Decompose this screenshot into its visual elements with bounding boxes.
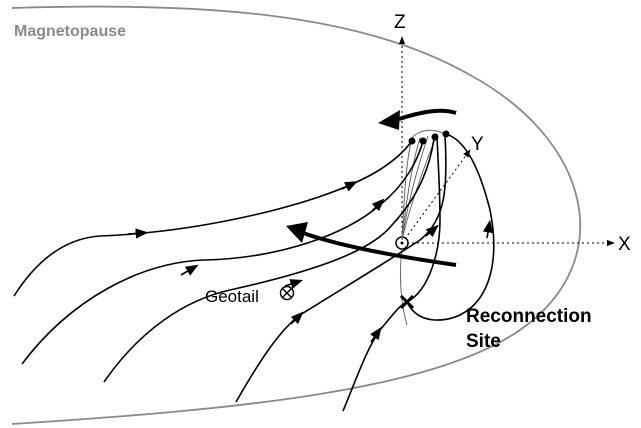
field-line-5 bbox=[342, 136, 441, 412]
field-line-3-arrow-2 bbox=[425, 224, 439, 238]
footpoint-dot-3 bbox=[431, 133, 439, 141]
y-axis bbox=[401, 149, 471, 244]
field-line-3-arrow bbox=[284, 279, 304, 289]
flow-arrow-lower bbox=[302, 231, 457, 267]
field-line-2-arrow-2 bbox=[371, 198, 385, 212]
field-line-loop bbox=[406, 133, 495, 321]
magnetopause-label: Magnetopause bbox=[14, 23, 126, 40]
field-line-5-arrow bbox=[370, 326, 382, 343]
field-line-2 bbox=[21, 140, 424, 365]
footpoint-dot-4 bbox=[442, 130, 450, 138]
geotail-position-icon bbox=[279, 285, 295, 301]
field-line-1 bbox=[13, 140, 413, 297]
field-line-3 bbox=[103, 138, 435, 383]
geotail-label: Geotail bbox=[205, 287, 259, 306]
reconnection-label-line1: Reconnection bbox=[466, 306, 592, 327]
footpoint-dot-2 bbox=[419, 137, 427, 145]
magnetopause-boundary bbox=[11, 5, 582, 425]
field-line-1-arrow bbox=[127, 228, 149, 239]
flow-arrow-upper-head bbox=[378, 110, 400, 130]
y-axis-label: Y bbox=[471, 134, 484, 155]
field-line-2-arrow bbox=[180, 264, 199, 276]
field-line-loop-arrow bbox=[482, 219, 493, 239]
flow-arrow-upper bbox=[395, 108, 457, 122]
field-line-1-arrow-2 bbox=[341, 181, 358, 192]
flow-arrow-lower-head bbox=[286, 222, 308, 243]
origin-dot bbox=[400, 241, 404, 245]
field-line-4-arrow bbox=[290, 311, 304, 325]
thin-field-lines bbox=[399, 129, 447, 326]
reconnection-label-line2: Site bbox=[466, 331, 501, 352]
field-line-4 bbox=[235, 135, 447, 403]
x-axis-label: X bbox=[618, 234, 631, 255]
reconnection-x-mark bbox=[399, 294, 415, 310]
footpoint-dot-1 bbox=[408, 137, 416, 145]
z-axis-label: Z bbox=[394, 12, 406, 33]
